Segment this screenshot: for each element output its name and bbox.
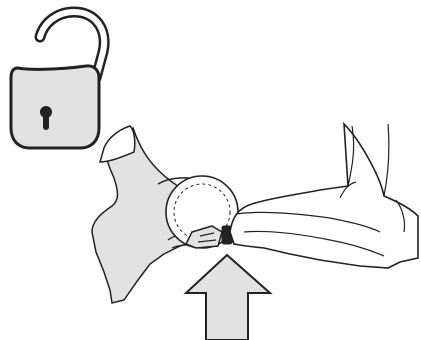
right-hand-shape <box>230 124 418 268</box>
padlock-body <box>11 66 99 148</box>
unlocked-padlock-icon <box>11 12 104 148</box>
right-hand <box>230 124 418 268</box>
up-arrow-shape <box>186 255 270 340</box>
lock-mechanism <box>166 176 238 248</box>
up-arrow-icon <box>186 255 270 340</box>
